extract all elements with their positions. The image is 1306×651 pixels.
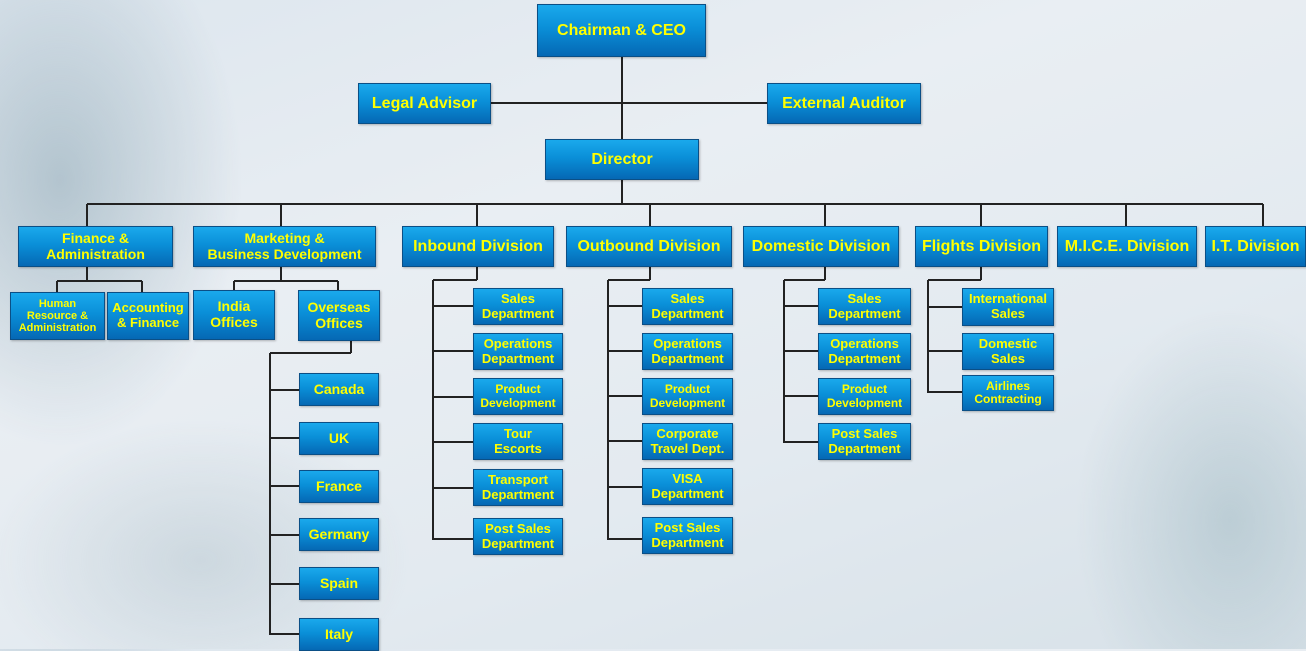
office-germany-box: Germany [299, 518, 379, 551]
inbound-tour-escorts-box: Tour Escorts [473, 423, 563, 460]
inbound-division-box: Inbound Division [402, 226, 554, 267]
flights-division-box: Flights Division [915, 226, 1048, 267]
inbound-sales-department-box: Sales Department [473, 288, 563, 325]
office-spain-box: Spain [299, 567, 379, 600]
marketing-business-development-box: Marketing & Business Development [193, 226, 376, 267]
legal-advisor-box: Legal Advisor [358, 83, 491, 124]
external-auditor-box: External Auditor [767, 83, 921, 124]
domestic-sales-department-box: Sales Department [818, 288, 911, 325]
accounting-finance-box: Accounting & Finance [107, 292, 189, 340]
flights-domestic-sales-box: Domestic Sales [962, 333, 1054, 370]
director-box: Director [545, 139, 699, 180]
flights-airlines-contracting-box: Airlines Contracting [962, 375, 1054, 411]
overseas-offices-box: Overseas Offices [298, 290, 380, 341]
india-offices-box: India Offices [193, 290, 275, 340]
office-canada-box: Canada [299, 373, 379, 406]
outbound-product-development-box: Product Development [642, 378, 733, 415]
outbound-sales-department-box: Sales Department [642, 288, 733, 325]
outbound-corporate-travel-box: Corporate Travel Dept. [642, 423, 733, 460]
flights-international-sales-box: International Sales [962, 288, 1054, 326]
outbound-visa-department-box: VISA Department [642, 468, 733, 505]
human-resource-administration-box: Human Resource & Administration [10, 292, 105, 340]
it-division-box: I.T. Division [1205, 226, 1306, 267]
outbound-post-sales-department-box: Post Sales Department [642, 517, 733, 554]
office-uk-box: UK [299, 422, 379, 455]
domestic-product-development-box: Product Development [818, 378, 911, 415]
domestic-operations-department-box: Operations Department [818, 333, 911, 370]
outbound-division-box: Outbound Division [566, 226, 732, 267]
mice-division-box: M.I.C.E. Division [1057, 226, 1197, 267]
domestic-post-sales-department-box: Post Sales Department [818, 423, 911, 460]
finance-administration-box: Finance & Administration [18, 226, 173, 267]
inbound-operations-department-box: Operations Department [473, 333, 563, 370]
domestic-division-box: Domestic Division [743, 226, 899, 267]
office-italy-box: Italy [299, 618, 379, 651]
inbound-transport-department-box: Transport Department [473, 469, 563, 506]
chairman-ceo-box: Chairman & CEO [537, 4, 706, 57]
outbound-operations-department-box: Operations Department [642, 333, 733, 370]
office-france-box: France [299, 470, 379, 503]
inbound-product-development-box: Product Development [473, 378, 563, 415]
inbound-post-sales-department-box: Post Sales Department [473, 518, 563, 555]
